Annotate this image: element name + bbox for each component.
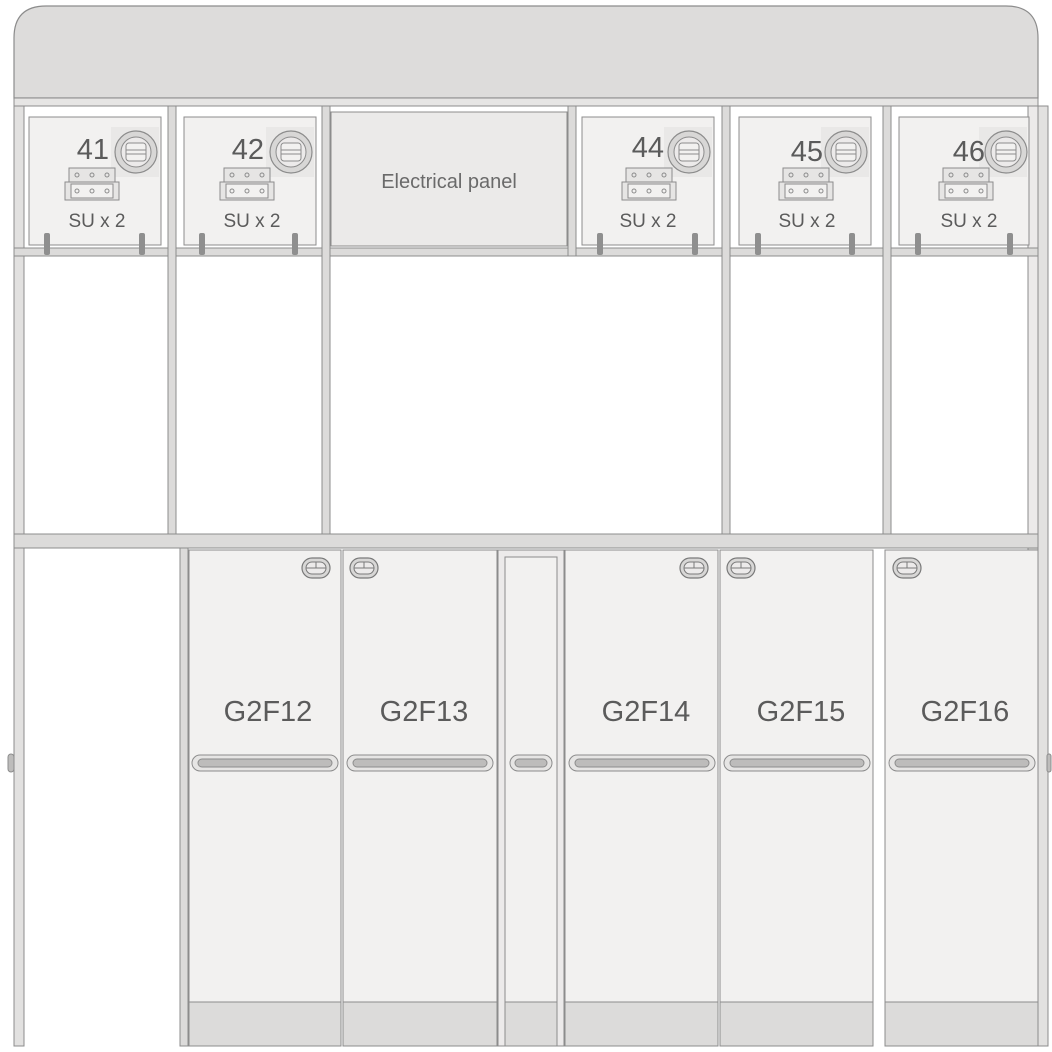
latch-icon[interactable]: [269, 130, 313, 174]
door-label: G2F16: [921, 696, 1010, 728]
latch-icon[interactable]: [984, 130, 1028, 174]
pull-handle-icon[interactable]: [938, 167, 994, 201]
canopy: [13, 5, 1039, 99]
latch-icon[interactable]: [667, 130, 711, 174]
door-bar-handle-icon[interactable]: [723, 754, 871, 772]
pull-handle-icon[interactable]: [778, 167, 834, 201]
door-latch-icon[interactable]: [679, 557, 709, 579]
left-side-knob: [7, 753, 15, 773]
counter-rail: [13, 533, 1039, 549]
stowage-unit-46[interactable]: 46 SU x 2: [898, 116, 1030, 255]
unit-label: SU x 2: [940, 211, 997, 232]
electrical-panel: Electrical panel: [330, 111, 568, 247]
right-side-knob: [1046, 753, 1052, 773]
hinge-pins: [199, 233, 298, 255]
trolley-door-g2f15[interactable]: G2F15: [719, 549, 874, 1047]
door-label: G2F13: [380, 696, 469, 728]
center-compartment[interactable]: [497, 549, 565, 1047]
pull-handle-icon[interactable]: [64, 167, 120, 201]
unit-number: 44: [632, 132, 664, 164]
trolley-door-g2f13[interactable]: G2F13: [342, 549, 498, 1047]
right-post: [1037, 105, 1049, 1047]
upper-rail: [13, 247, 1039, 257]
unit-number: 45: [791, 136, 823, 168]
trolley-frame-left: [179, 547, 189, 1047]
hinge-pins: [597, 233, 698, 255]
stowage-unit-42[interactable]: 42 SU x 2: [183, 116, 317, 255]
door-bar-handle-icon[interactable]: [568, 754, 716, 772]
unit-number: 42: [232, 134, 264, 166]
stowage-unit-41[interactable]: 41 SU x 2: [28, 116, 162, 255]
door-latch-icon[interactable]: [726, 557, 756, 579]
hinge-pins: [755, 233, 855, 255]
unit-label: SU x 2: [778, 211, 835, 232]
unit-label: SU x 2: [223, 211, 280, 232]
door-latch-icon[interactable]: [892, 557, 922, 579]
door-label: G2F15: [757, 696, 846, 728]
pull-handle-icon[interactable]: [219, 167, 275, 201]
trolley-door-g2f16[interactable]: G2F16: [884, 549, 1039, 1047]
hinge-pins: [915, 233, 1013, 255]
canopy-trim: [13, 97, 1039, 107]
unit-number: 41: [77, 134, 109, 166]
trolley-door-g2f12[interactable]: G2F12: [188, 549, 342, 1047]
door-latch-icon[interactable]: [349, 557, 379, 579]
unit-number: 46: [953, 136, 985, 168]
electrical-panel-label: Electrical panel: [381, 171, 517, 193]
pull-handle-icon[interactable]: [621, 167, 677, 201]
column-dividers: [167, 105, 892, 535]
unit-label: SU x 2: [68, 211, 125, 232]
door-label: G2F12: [224, 696, 313, 728]
door-latch-icon[interactable]: [301, 557, 331, 579]
latch-icon[interactable]: [824, 130, 868, 174]
stowage-unit-45[interactable]: 45 SU x 2: [738, 116, 872, 255]
compartment-handle-icon[interactable]: [509, 754, 553, 772]
door-bar-handle-icon[interactable]: [191, 754, 339, 772]
left-post: [13, 105, 25, 1047]
door-bar-handle-icon[interactable]: [346, 754, 494, 772]
door-bar-handle-icon[interactable]: [888, 754, 1036, 772]
trolley-door-g2f14[interactable]: G2F14: [564, 549, 719, 1047]
stowage-unit-44[interactable]: 44 SU x 2: [581, 116, 715, 255]
door-label: G2F14: [602, 696, 691, 728]
unit-label: SU x 2: [619, 211, 676, 232]
latch-icon[interactable]: [114, 130, 158, 174]
hinge-pins: [44, 233, 145, 255]
